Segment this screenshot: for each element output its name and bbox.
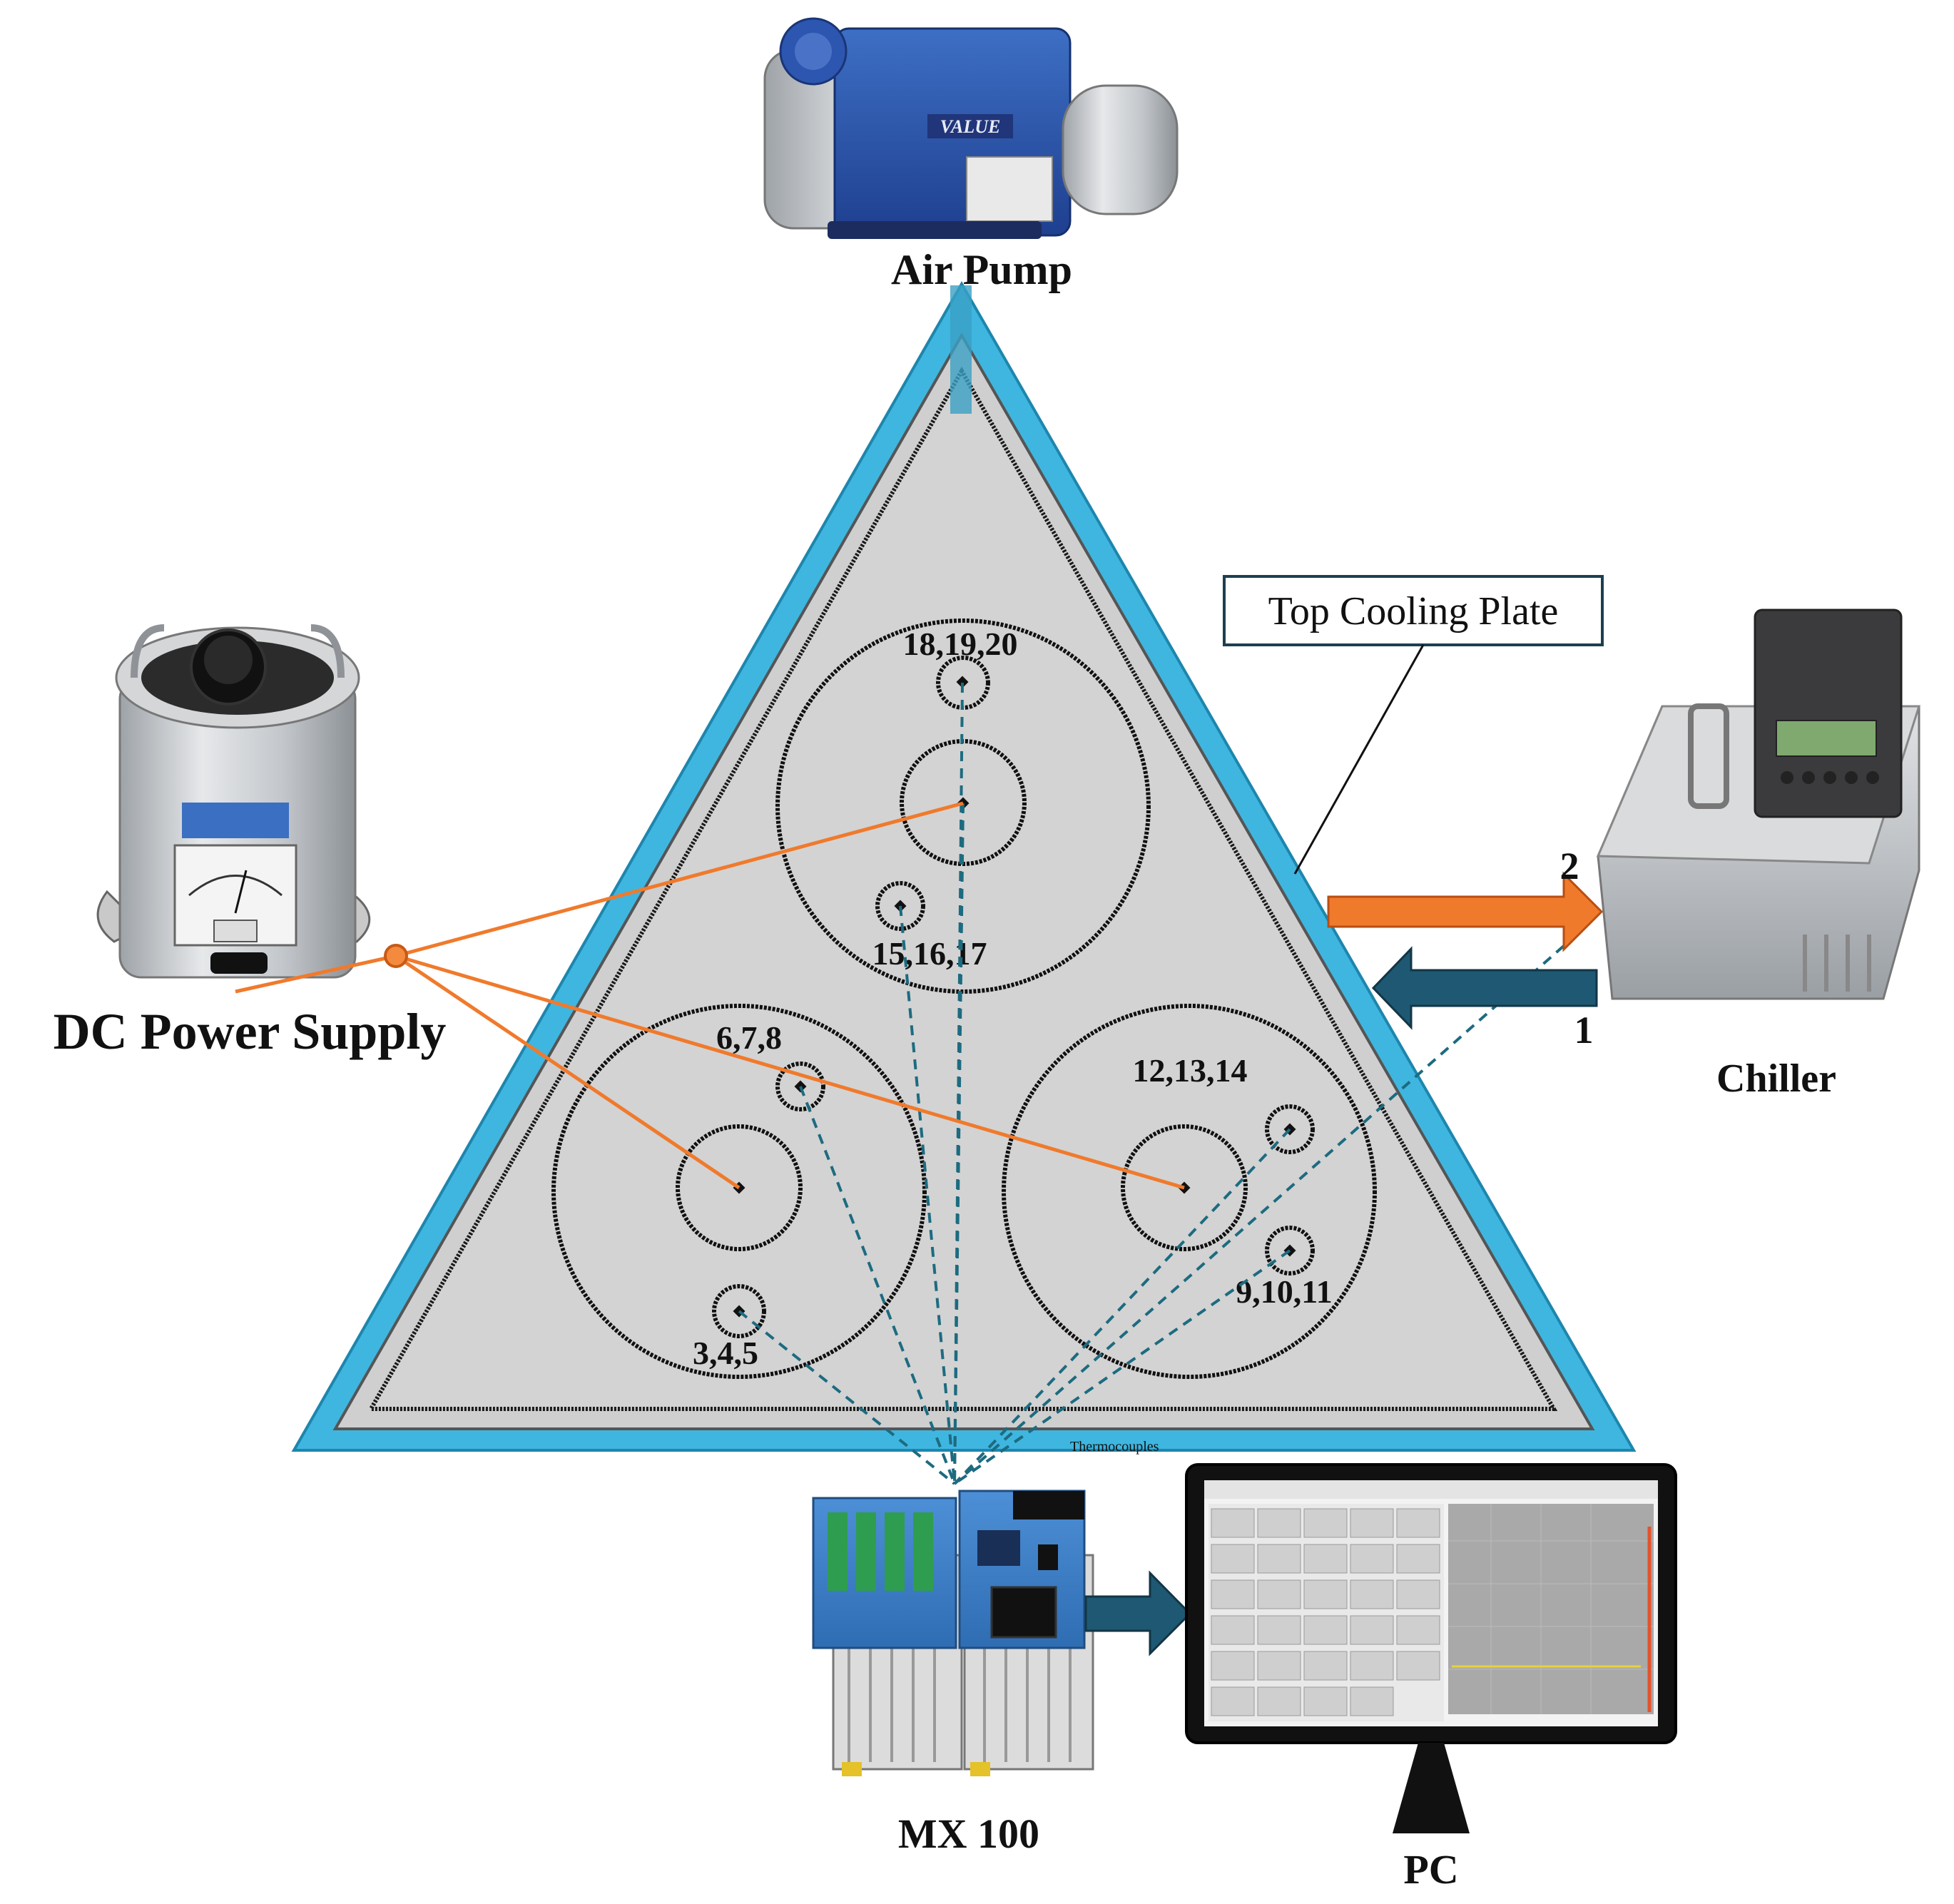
daq-label: MX 100 [898,1811,1039,1857]
svg-text:VALUE: VALUE [940,116,1001,137]
tc-label-left-upper: 6,7,8 [716,1019,782,1056]
pump-connection-port [950,285,972,414]
outlet-flow-label: 2 [1560,845,1579,887]
power-wires [235,801,1185,1190]
daq-to-pc-arrow [1084,1570,1192,1656]
pc-monitor [1185,1463,1677,1833]
chiller-label: Chiller [1716,1057,1836,1101]
top-cooling-plate-label: Top Cooling Plate [1268,589,1559,633]
tc-label-top-inner: 15,16,17 [872,935,987,972]
cooling-plate-triangle [291,280,1637,1452]
air-pump-device: VALUE [763,17,1179,239]
air-pump-label: Air Pump [891,246,1072,293]
thermocouple-wires [738,682,1578,1485]
top-cooling-plate-callout: Top Cooling Plate [1223,575,1604,875]
chiller-outlet-arrow [1327,871,1604,952]
chiller-unit [1596,609,1921,1000]
tc-label-left-lower: 3,4,5 [693,1335,758,1371]
tc-label-right-upper: 12,13,14 [1133,1052,1248,1089]
variac-power-supply [96,624,371,979]
daq-module [812,1490,1094,1776]
tc-label-top-outer: 18,19,20 [903,626,1018,662]
chiller-inlet-arrow [1371,946,1598,1030]
tc-label-right-lower: 9,10,11 [1236,1273,1332,1310]
heater-left [551,1004,927,1379]
pc-label: PC [1403,1846,1458,1893]
inlet-flow-label: 1 [1574,1009,1594,1052]
dc-power-supply-label: DC Power Supply [54,1003,447,1060]
thermocouples-label: Thermocouples [1070,1439,1159,1455]
heater-right [1002,1004,1377,1379]
power-junction [384,944,408,968]
